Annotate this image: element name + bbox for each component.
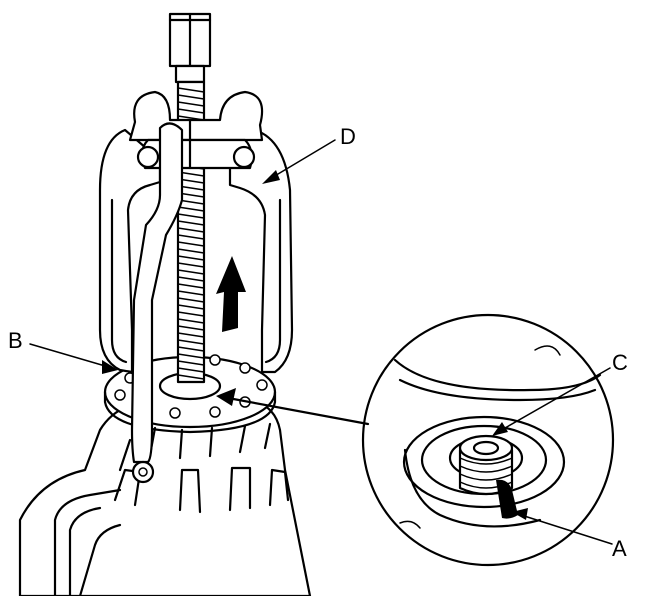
- callout-d: D: [340, 124, 356, 149]
- thread-line: [177, 262, 205, 268]
- thread-line: [177, 304, 205, 310]
- thread-line: [177, 297, 205, 303]
- thread-line: [177, 374, 205, 380]
- thread-line: [177, 213, 205, 219]
- thread-line: [177, 241, 205, 247]
- thread-line: [177, 325, 205, 331]
- thread-line: [177, 87, 205, 93]
- thread-line: [177, 234, 205, 240]
- up-arrow-icon: [216, 256, 246, 332]
- callout-c: C: [612, 350, 628, 375]
- side-bar: [130, 122, 184, 484]
- callout-leaders: [29, 139, 613, 545]
- thread-line: [177, 367, 205, 373]
- thread-line: [177, 283, 205, 289]
- callout-b: B: [8, 328, 23, 353]
- thread-line: [177, 311, 205, 317]
- thread-line: [177, 339, 205, 345]
- transmission-housing: [18, 398, 312, 596]
- thread-line: [177, 276, 205, 282]
- thread-line: [177, 346, 205, 352]
- thread-line: [177, 360, 205, 366]
- thread-line: [177, 353, 205, 359]
- thread-line: [177, 227, 205, 233]
- thread-line: [177, 206, 205, 212]
- thread-line: [177, 94, 205, 100]
- callout-a: A: [612, 536, 627, 561]
- puller-jaws: [98, 128, 294, 374]
- thread-line: [177, 255, 205, 261]
- thread-line: [177, 248, 205, 254]
- thread-line: [177, 332, 205, 338]
- detail-pointer: [216, 388, 370, 426]
- thread-line: [177, 290, 205, 296]
- thread-line: [177, 269, 205, 275]
- thread-line: [177, 108, 205, 114]
- thread-line: [177, 101, 205, 107]
- thread-line: [177, 220, 205, 226]
- thread-line: [177, 318, 205, 324]
- detail-view: [361, 313, 615, 567]
